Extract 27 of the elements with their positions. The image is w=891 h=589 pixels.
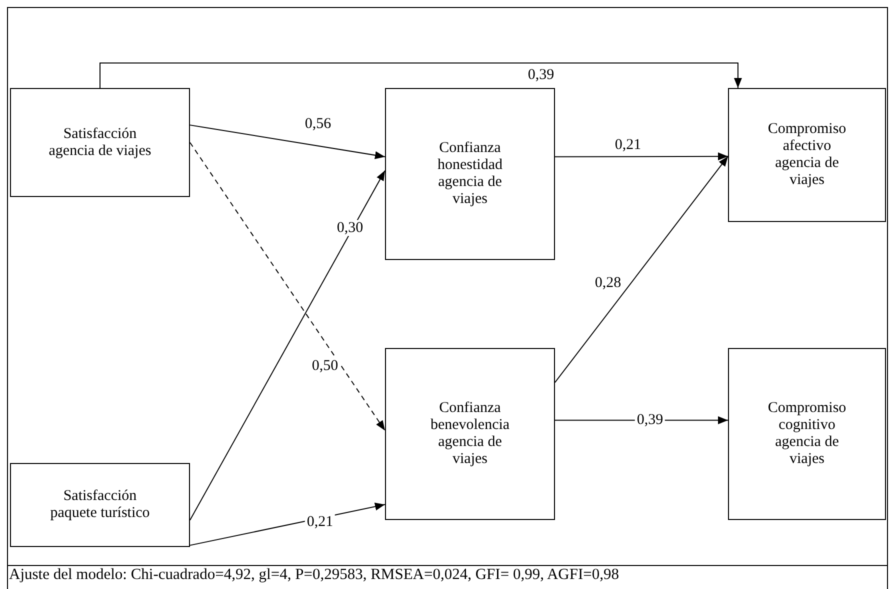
variable-box bbox=[728, 88, 886, 222]
variable-box bbox=[385, 88, 555, 260]
arrow bbox=[190, 170, 386, 521]
node-label: Satisfacción agencia de viajes bbox=[48, 126, 152, 160]
path-coefficient: 0,39 bbox=[634, 412, 666, 428]
path-coefficient: 0,28 bbox=[592, 275, 624, 291]
path-coefficient: 0,56 bbox=[302, 116, 334, 132]
model-fit-note: Ajuste del modelo: Chi-cuadrado=4,92, gl=4, P=0,29583, RMSEA=0,024, GFI= 0,99, AGFI=0,98 bbox=[9, 566, 620, 584]
node-label: Confianza benevolencia agencia de viajes bbox=[429, 400, 511, 468]
arrow bbox=[190, 142, 386, 432]
variable-box bbox=[10, 463, 190, 547]
path-coefficient: 0,30 bbox=[334, 220, 366, 236]
variable-box bbox=[385, 348, 555, 520]
arrow bbox=[100, 62, 742, 88]
variable-box bbox=[10, 88, 190, 197]
arrow bbox=[554, 152, 728, 160]
path-coefficient: 0,39 bbox=[526, 67, 556, 83]
node-label: Compromiso afectivo agencia de viajes bbox=[766, 121, 848, 189]
node-label: Compromiso cognitivo agencia de viajes bbox=[766, 400, 848, 468]
path-coefficient: 0,21 bbox=[612, 137, 644, 153]
variable-box bbox=[728, 348, 886, 520]
arrow bbox=[554, 156, 728, 383]
node-label: Confianza honestidad agencia de viajes bbox=[436, 140, 504, 208]
node-label: Satisfacción paquete turístico bbox=[49, 488, 151, 522]
arrow bbox=[190, 124, 386, 160]
path-coefficient: 0,50 bbox=[310, 358, 340, 374]
path-coefficient: 0,21 bbox=[304, 514, 336, 530]
